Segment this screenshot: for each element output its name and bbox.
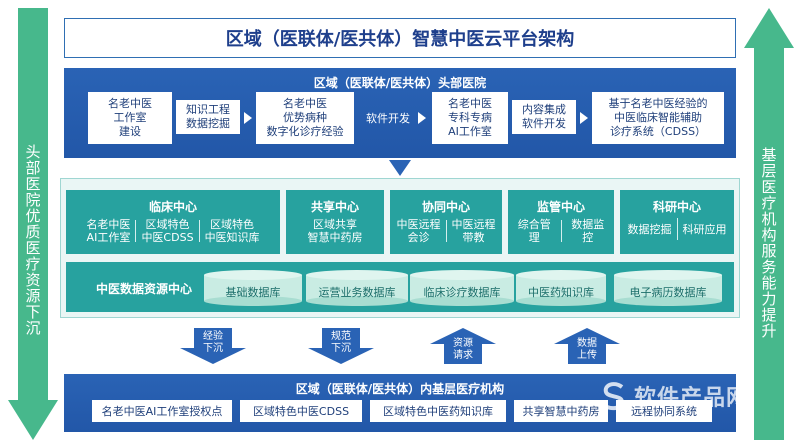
database-icon: [516, 270, 606, 306]
up-arrow-icon: [430, 328, 496, 364]
step-software-dev: 软件开发: [366, 112, 410, 125]
up-arrow-icon: [744, 8, 794, 440]
arrow-right-icon: [244, 112, 252, 124]
up-arrow-icon: [554, 328, 620, 364]
center-shared: 共享中心 区域共享 智慧中药房: [286, 190, 384, 254]
bottom-item-ai-studio: 名老中医AI工作室授权点: [92, 400, 232, 422]
database-label: 基础数据库: [225, 286, 281, 299]
primary-institutions-title: 区域（医联体/医共体）内基层医疗机构: [295, 382, 505, 396]
flow-experience-down: 经验 下沉: [180, 328, 246, 364]
step-knowledge-engineering: 知识工程 数据挖掘: [176, 100, 240, 134]
center-item: 区域特色 中医知识库: [204, 218, 260, 244]
flow-label: 资源 请求: [453, 338, 473, 361]
center-title: 监管中心: [536, 200, 585, 214]
center-item: 中医远程 带教: [451, 218, 496, 244]
divider: [135, 220, 137, 242]
watermark-logo-icon: [602, 382, 625, 411]
watermark: 软件产品网: [600, 376, 800, 416]
data-resource-center: 中医数据资源中心 基础数据库 运营业务数据库 临床诊疗数据库 中医药知: [66, 262, 734, 312]
center-collaboration: 协同中心 中医远程 会诊 中医远程 带教: [390, 190, 502, 254]
head-box-studio: 名老中医 工作室 建设: [88, 92, 172, 144]
data-center-title: 中医数据资源中心: [96, 282, 193, 296]
down-arrow-icon: [180, 328, 246, 364]
divider: [445, 220, 447, 242]
center-title: 共享中心: [310, 200, 359, 214]
center-item: 数据监控: [571, 218, 605, 244]
database-label: 运营业务数据库: [318, 286, 396, 299]
head-box-experience: 名老中医 优势病种 数字化诊疗经验: [256, 92, 354, 144]
left-arrow-label: 头部医院优质医疗资源下沉: [23, 144, 42, 336]
left-down-arrow: 头部医院优质医疗资源下沉: [8, 8, 58, 440]
database-icon: [614, 270, 722, 306]
bottom-item-pharmacy: 共享智慧中药房: [514, 400, 608, 422]
head-box-ai-studio: 名老中医 专科专病 AI工作室: [432, 92, 508, 144]
database-emr: 电子病历数据库: [614, 270, 722, 306]
database-icon: [204, 270, 302, 306]
arrow-right-icon: [580, 112, 588, 124]
bottom-item-cdss: 区域特色中医CDSS: [240, 400, 362, 422]
center-item: 综合管理: [517, 218, 551, 244]
database-tcm-knowledge: 中医药知识库: [516, 270, 606, 306]
divider: [676, 218, 678, 240]
flow-standard-down: 规范 下沉: [308, 328, 374, 364]
center-item: 中医远程 会诊: [396, 218, 441, 244]
database-operations: 运营业务数据库: [306, 270, 408, 306]
database-clinical: 临床诊疗数据库: [410, 270, 514, 306]
page-title: 区域（医联体/医共体）智慧中医云平台架构: [64, 18, 736, 58]
center-item: 区域共享 智慧中药房: [307, 218, 363, 244]
database-icon: [410, 270, 514, 306]
center-supervision: 监管中心 综合管理 数据监控: [508, 190, 614, 254]
center-item: 名老中医 AI工作室: [86, 218, 131, 244]
database-basic: 基础数据库: [204, 270, 302, 306]
bottom-item-knowledge: 区域特色中医药知识库: [370, 400, 506, 422]
database-label: 中医药知识库: [528, 286, 594, 299]
head-hospital-title: 区域（医联体/医共体）头部医院: [313, 76, 487, 90]
down-arrow-icon: [8, 8, 58, 440]
down-arrow-icon: [308, 328, 374, 364]
center-item: 数据挖掘: [627, 222, 672, 236]
center-title: 临床中心: [148, 200, 197, 214]
flow-label: 规范 下沉: [331, 331, 351, 354]
flow-data-up: 数据 上传: [554, 328, 620, 364]
center-item: 科研应用: [682, 222, 727, 236]
database-icon: [306, 270, 408, 306]
center-title: 协同中心: [421, 200, 470, 214]
right-up-arrow: 基层医疗机构服务能力提升: [744, 8, 794, 440]
divider: [198, 220, 200, 242]
divider: [560, 220, 562, 242]
database-label: 电子病历数据库: [629, 286, 707, 299]
flow-resource-up: 资源 请求: [430, 328, 496, 364]
center-clinical: 临床中心 名老中医 AI工作室 区域特色 中医CDSS 区域特色 中医知识库: [66, 190, 280, 254]
down-arrow-icon: [389, 160, 411, 176]
center-item: 区域特色 中医CDSS: [141, 218, 194, 244]
step-content-integration: 内容集成 软件开发: [512, 100, 576, 134]
center-title: 科研中心: [652, 200, 701, 214]
database-label: 临床诊疗数据库: [423, 286, 501, 299]
bottom-item-remote: 远程协同系统: [616, 400, 712, 422]
center-research: 科研中心 数据挖掘 科研应用: [620, 190, 734, 254]
watermark-text: 软件产品网: [634, 386, 750, 411]
flow-label: 经验 下沉: [203, 331, 223, 354]
right-arrow-label: 基层医疗机构服务能力提升: [759, 147, 778, 339]
arrow-right-icon: [418, 112, 426, 124]
flow-label: 数据 上传: [577, 338, 597, 361]
head-box-cdss: 基于名老中医经验的 中医临床智能辅助 诊疗系统（CDSS）: [592, 92, 724, 144]
